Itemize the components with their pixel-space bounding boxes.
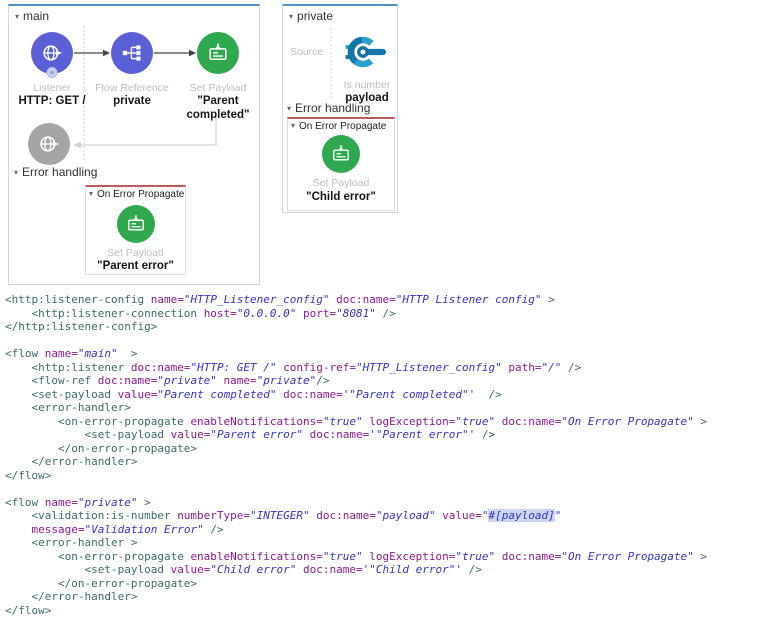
code-line[interactable]: <set-payload value="Child error" doc:nam…: [5, 563, 482, 576]
code-line[interactable]: </on-error-propagate>: [5, 576, 198, 590]
component-doc-name: private: [113, 95, 151, 107]
on-error-propagate-scope[interactable]: ▾On Error Propagate Set Payload "Child e…: [287, 117, 395, 211]
on-error-propagate-header: ▾On Error Propagate: [291, 121, 386, 132]
code-line[interactable]: <validation:is-number numberType="INTEGE…: [5, 509, 562, 522]
component-type-label: Flow Reference: [95, 82, 169, 94]
code-line[interactable]: </on-error-propagate>: [5, 441, 198, 455]
component-type-label: Set Payload: [189, 82, 247, 94]
code-line[interactable]: <on-error-propagate enableNotifications=…: [5, 414, 708, 428]
component-type-label: Listener: [33, 82, 71, 94]
main-flow-container[interactable]: ▾main Listener HTTP: GET /: [8, 4, 260, 285]
component-doc-name: "Child error": [306, 191, 376, 203]
http-listener-disabled-icon: [28, 123, 70, 165]
collapse-caret-icon[interactable]: ▾: [287, 104, 292, 113]
flow-title: private: [297, 9, 334, 23]
code-line[interactable]: <error-handler>: [5, 401, 131, 414]
flow-title: main: [23, 9, 50, 23]
code-line[interactable]: <flow-ref doc:name="private" name="priva…: [5, 374, 330, 387]
is-number-component[interactable]: Is number payload: [327, 34, 407, 106]
code-line[interactable]: <error-handler >: [5, 536, 138, 549]
code-line[interactable]: <set-payload value="Parent error" doc:na…: [5, 428, 496, 441]
component-doc-name: payload: [345, 92, 389, 104]
code-line[interactable]: </flow>: [5, 468, 52, 482]
code-line[interactable]: <http:listener-config name="HTTP_Listene…: [5, 293, 555, 306]
collapse-caret-icon[interactable]: ▾: [15, 12, 20, 21]
listener-component[interactable]: Listener HTTP: GET /: [12, 32, 92, 109]
scope-title: On Error Propagate: [299, 121, 387, 132]
private-flow-container[interactable]: ▾private Source Is number payload ▾Error…: [282, 4, 398, 213]
source-region-label: Source: [290, 46, 324, 58]
component-type-label: Is number: [343, 79, 391, 91]
payload-card-icon: [333, 145, 349, 161]
set-payload-component[interactable]: [116, 205, 155, 243]
on-error-propagate-scope[interactable]: ▾On Error Propagate Set Payload "Parent …: [85, 185, 186, 275]
collapse-caret-icon[interactable]: ▾: [89, 189, 94, 198]
code-line[interactable]: message="Validation Error" />: [5, 522, 224, 536]
globe-icon: [43, 45, 63, 61]
http-listener-icon[interactable]: [31, 32, 73, 78]
component-doc-name: HTTP: GET /: [18, 95, 86, 107]
code-line[interactable]: <flow name="private" >: [5, 495, 151, 509]
code-line[interactable]: </flow>: [5, 603, 52, 617]
component-type-label: Set Payload: [107, 247, 164, 259]
xml-editor[interactable]: <http:listener-config name="HTTP_Listene…: [5, 293, 755, 617]
set-payload-icon[interactable]: [116, 205, 155, 243]
section-title: Error handling: [22, 165, 98, 179]
error-handling-section-label: ▾Error handling: [14, 165, 97, 179]
code-line[interactable]: <http:listener doc:name="HTTP: GET /" co…: [5, 360, 582, 374]
code-line[interactable]: </error-handler>: [5, 590, 138, 603]
on-error-propagate-header: ▾On Error Propagate: [89, 189, 184, 200]
listener-return-component[interactable]: [9, 123, 89, 165]
code-line[interactable]: <http:listener-connection host="0.0.0.0"…: [5, 306, 396, 320]
component-doc-name: "Parent error": [97, 260, 174, 272]
flow-reference-component[interactable]: Flow Reference private: [92, 32, 172, 109]
collapse-caret-icon[interactable]: ▾: [14, 168, 19, 177]
globe-icon: [40, 136, 60, 152]
main-flow-header: ▾main: [15, 9, 49, 23]
code-line[interactable]: </http:listener-config>: [5, 320, 158, 333]
component-type-label: Set Payload: [312, 177, 370, 189]
code-line[interactable]: <on-error-propagate enableNotifications=…: [5, 549, 708, 563]
source-badge-icon: [46, 67, 58, 78]
set-payload-icon[interactable]: [197, 32, 239, 74]
code-line[interactable]: <set-payload value="Parent completed" do…: [5, 387, 502, 401]
component-doc-name: "Parent completed": [186, 95, 250, 121]
branch-icon: [122, 45, 141, 61]
error-handling-section-label: ▾Error handling: [287, 101, 370, 115]
set-payload-component[interactable]: Set Payload "Parent completed": [178, 32, 258, 122]
payload-card-icon: [209, 43, 227, 61]
code-line[interactable]: </error-handler>: [5, 455, 138, 468]
payload-card-icon: [127, 215, 144, 231]
private-flow-header: ▾private: [289, 9, 333, 23]
set-payload-component[interactable]: [322, 135, 360, 173]
code-line[interactable]: [5, 334, 755, 348]
collapse-caret-icon[interactable]: ▾: [291, 121, 296, 130]
validation-is-number-icon[interactable]: [344, 34, 390, 70]
code-line[interactable]: [5, 482, 755, 496]
scope-title: On Error Propagate: [97, 189, 185, 200]
section-title: Error handling: [295, 101, 371, 115]
collapse-caret-icon[interactable]: ▾: [289, 12, 294, 21]
code-line[interactable]: <flow name="main" >: [5, 347, 138, 360]
flow-reference-icon[interactable]: [111, 32, 153, 74]
set-payload-icon[interactable]: [322, 135, 360, 173]
